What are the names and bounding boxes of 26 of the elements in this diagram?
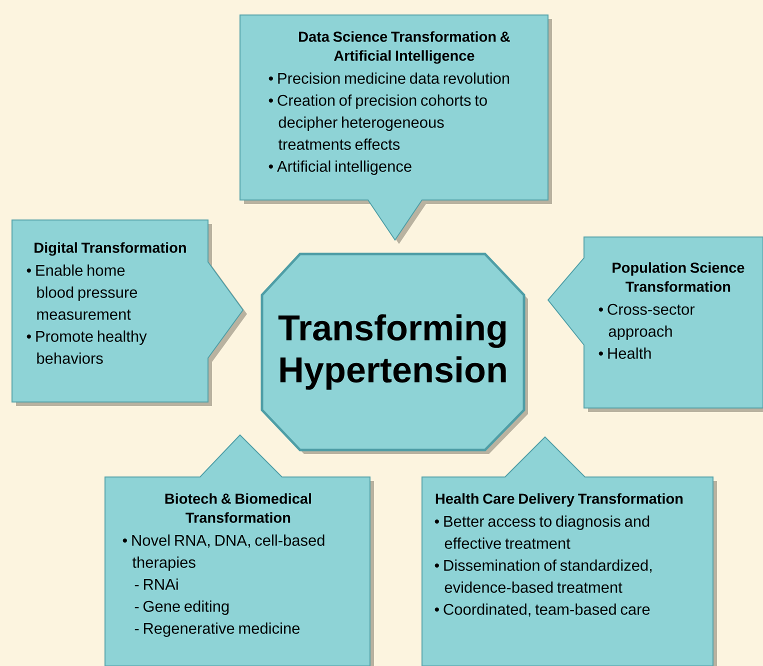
callout-box: [104, 434, 374, 666]
sub-item: - Gene editing: [134, 600, 229, 615]
box-heading: Population Science Transformation: [612, 262, 744, 292]
bullet-item: • Artificial intelligence: [268, 160, 412, 175]
sub-item: - Regenerative medicine: [134, 622, 300, 637]
callout-box: [240, 14, 552, 244]
callout-box: [547, 236, 763, 412]
center-title: Transforming Hypertension: [278, 314, 506, 390]
bullet-item: • Health: [598, 347, 651, 359]
bullet-item: • Enable home blood pressure measurement: [26, 264, 138, 320]
sub-item: - RNAi: [134, 578, 178, 590]
bullet-item: • Dissemination of standardized, evidence-based treatment: [434, 559, 652, 593]
bullet-item: • Novel RNA, DNA, cell-based therapies: [122, 534, 324, 571]
hexagon-node: [260, 252, 528, 454]
box-heading: Health Care Delivery Transformation: [436, 493, 683, 507]
callout-box: [422, 436, 717, 666]
bullet-item: • Coordinated, team-based care: [434, 603, 650, 617]
box-heading: Digital Transformation: [34, 242, 186, 256]
bullet-item: • Promote healthy behaviors: [26, 330, 147, 364]
bullet-item: • Better access to diagnosis and effective treatment: [434, 515, 650, 549]
bullet-item: • Cross-sector approach: [598, 304, 695, 340]
bullet-item: • Precision medicine data revolution: [268, 72, 510, 84]
box-heading: Biotech & Biomedical Transformation: [165, 493, 311, 523]
bullet-item: • Creation of precision cohorts to decipher heterogeneous treatments effects: [268, 94, 487, 150]
callout-box: [12, 220, 247, 406]
box-heading: Data Science Transformation & Artificial Intelligence: [299, 31, 510, 64]
